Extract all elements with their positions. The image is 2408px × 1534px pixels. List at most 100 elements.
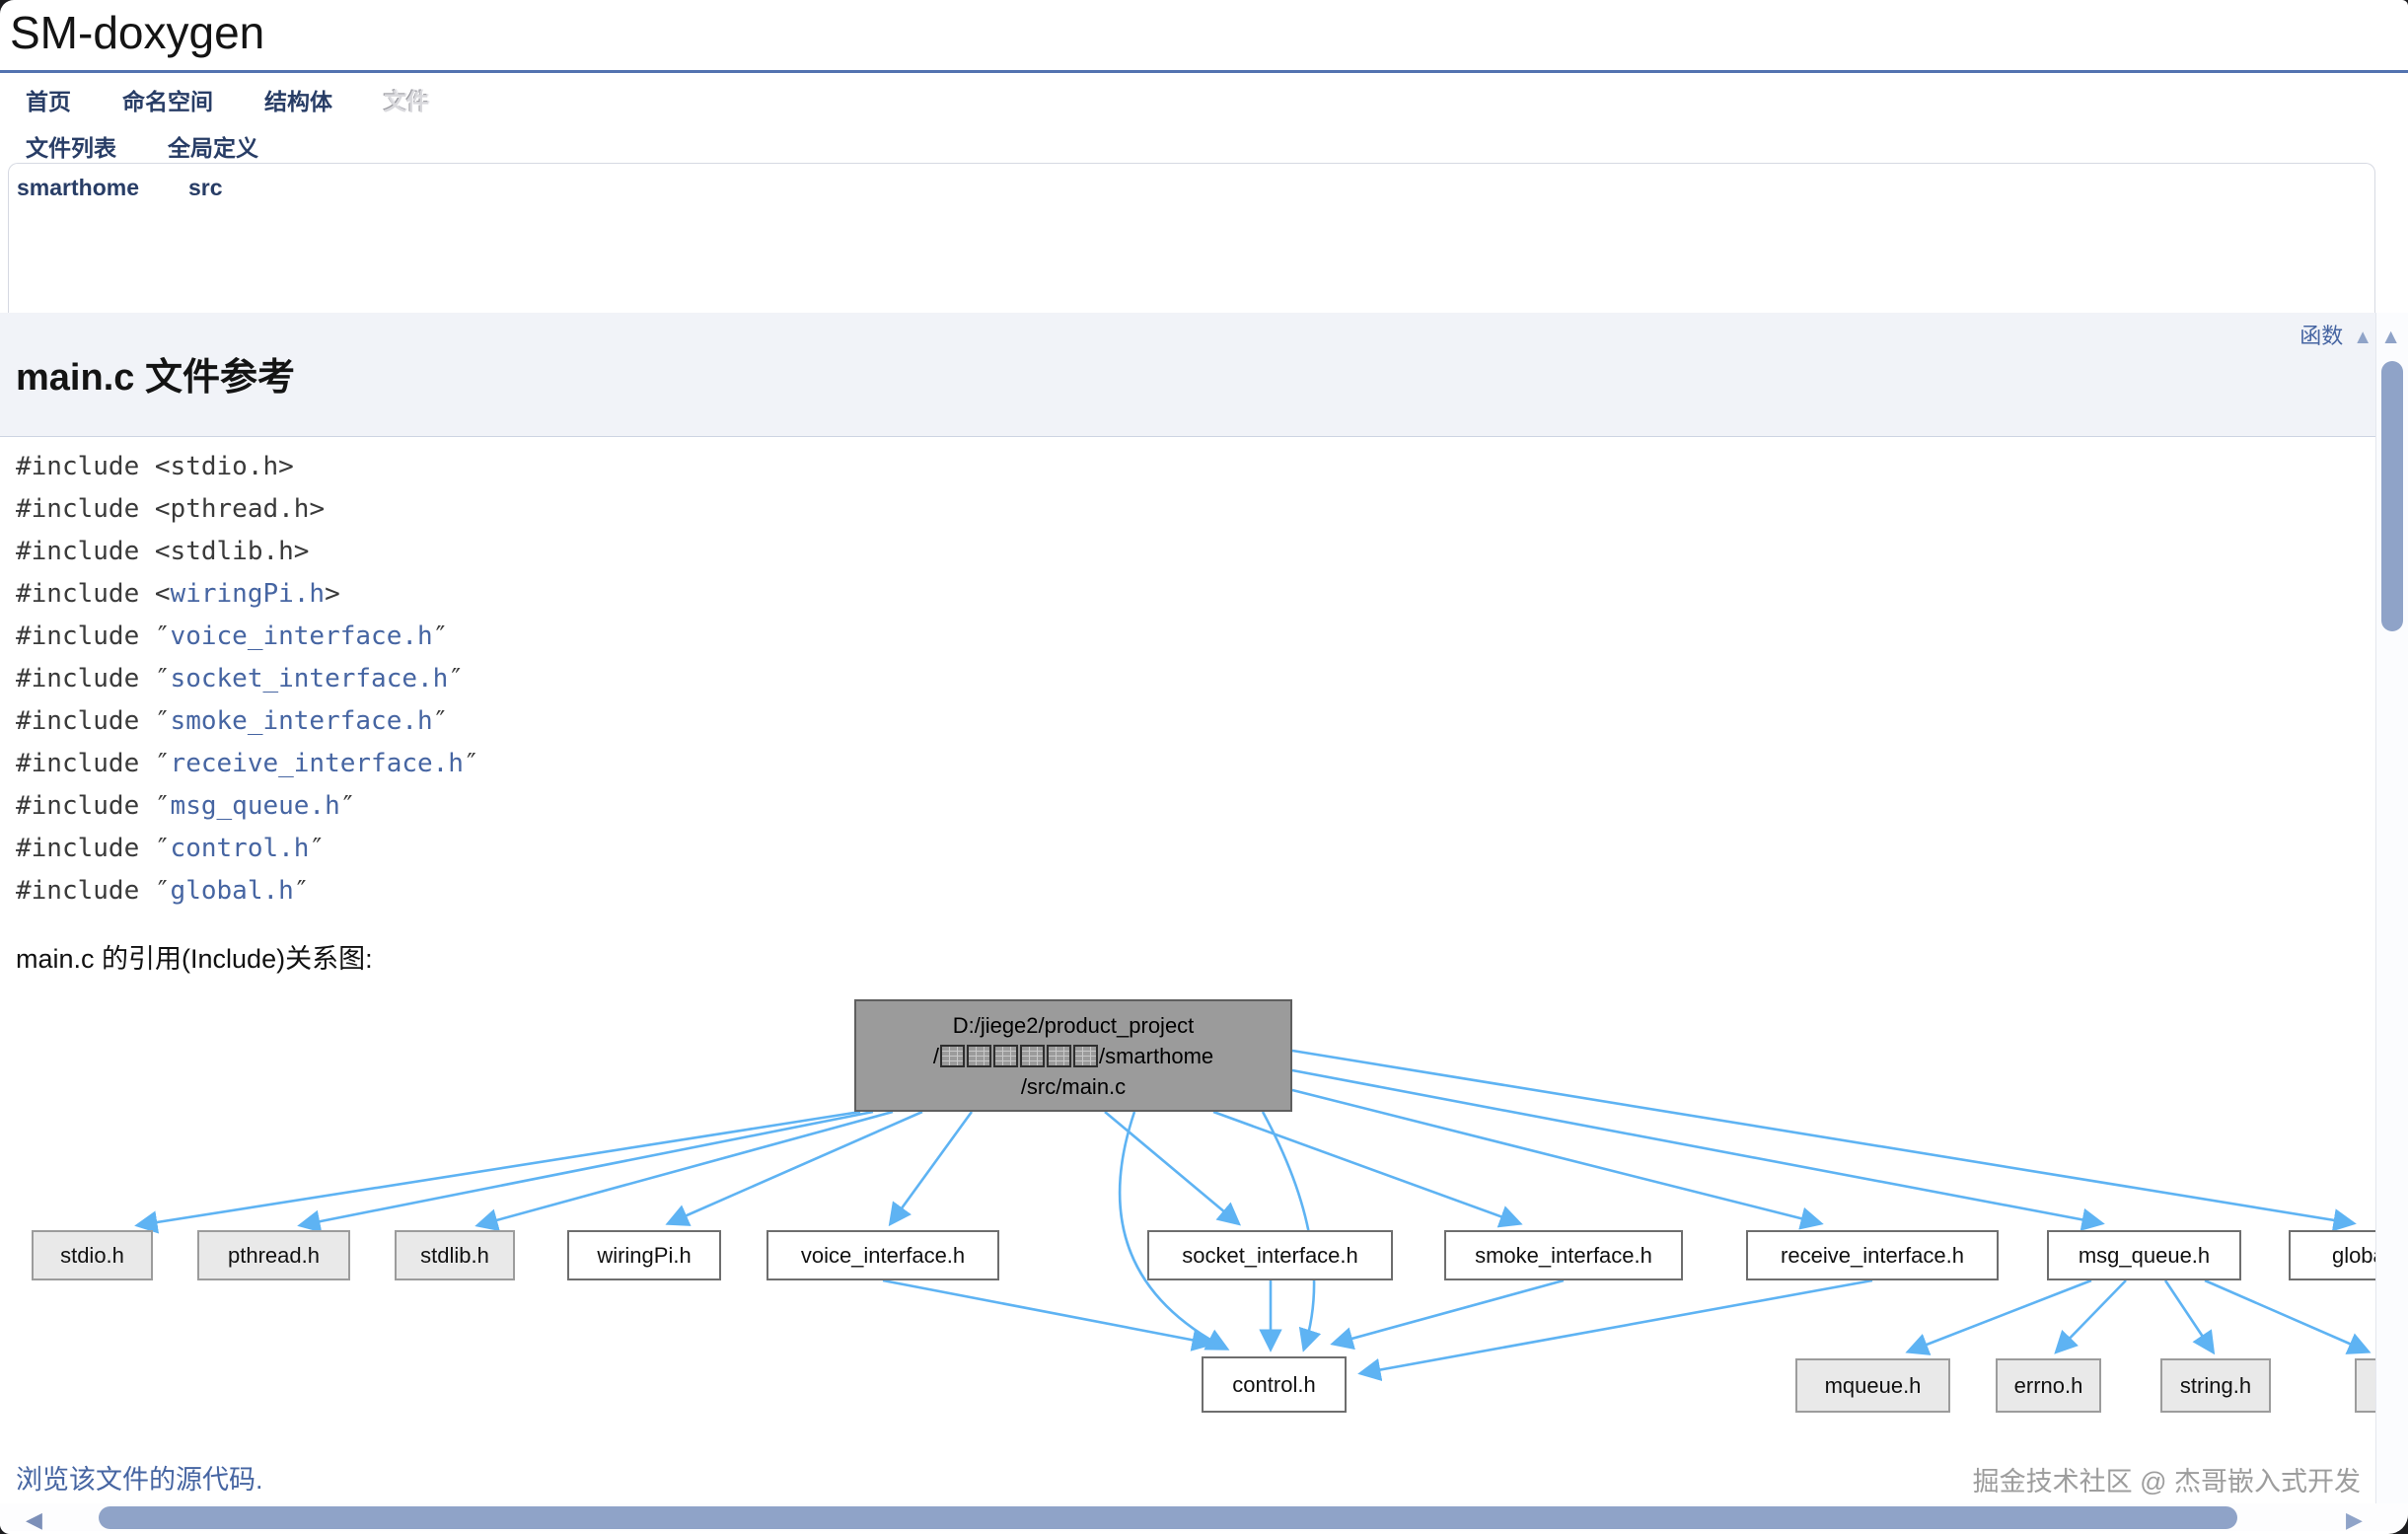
graph-node-stdio.h: stdio.h [32, 1230, 153, 1280]
include-edge [1291, 1049, 2357, 1232]
include-edge [474, 1110, 894, 1232]
breadcrumb-item-smarthome[interactable]: smarthome [17, 175, 139, 200]
horizontal-scrollbar-thumb[interactable] [99, 1506, 2237, 1529]
missing-glyph-box [992, 1044, 1018, 1067]
include-open-quote: ″ [154, 749, 171, 778]
include-close-quote: > [325, 579, 340, 609]
include-edge [1905, 1278, 2092, 1355]
missing-glyph-box [1072, 1044, 1098, 1067]
include-close-quote: > [309, 494, 326, 524]
include-line: #include ″socket_interface.h″ [16, 658, 479, 700]
include-target[interactable]: global.h [170, 876, 294, 906]
include-open-quote: < [154, 537, 171, 566]
include-directive: #include [16, 834, 155, 863]
root-line-3: /src/main.c [1020, 1073, 1127, 1099]
functions-link[interactable]: 函数 [2299, 324, 2344, 348]
include-target: stdlib.h [170, 537, 294, 566]
missing-glyph-box [966, 1044, 991, 1067]
scroll-top-icon[interactable]: ▲ [2353, 327, 2372, 348]
include-line: #include ″smoke_interface.h″ [16, 700, 479, 743]
include-target: pthread.h [170, 494, 310, 524]
tab-首页[interactable]: 首页 [26, 89, 71, 114]
title-divider [0, 70, 2408, 73]
include-open-quote: ″ [154, 876, 171, 906]
graph-node-mqueue.h: mqueue.h [1795, 1358, 1950, 1413]
include-open-quote: ″ [154, 621, 171, 651]
tab-文件[interactable]: 文件 [384, 89, 429, 114]
include-close-quote: ″ [432, 621, 449, 651]
include-edge [1330, 1278, 1565, 1351]
include-open-quote: < [154, 579, 171, 609]
graph-node-voice_interface.h[interactable]: voice_interface.h [766, 1230, 999, 1280]
include-directive: #include [16, 791, 155, 821]
missing-glyph-box [1046, 1044, 1071, 1067]
graph-node-control.h[interactable]: control.h [1202, 1356, 1347, 1413]
vertical-scrollbar-thumb[interactable] [2381, 361, 2403, 631]
breadcrumb-item-src[interactable]: src [187, 175, 223, 200]
include-directive: #include [16, 706, 155, 736]
include-line: #include <pthread.h> [16, 488, 479, 531]
include-edge [2163, 1279, 2216, 1355]
include-line: #include ″msg_queue.h″ [16, 785, 479, 828]
include-edge [1118, 1111, 1230, 1351]
include-edge [1212, 1110, 1523, 1228]
include-edge [1291, 1088, 1824, 1230]
tab-命名空间[interactable]: 命名空间 [122, 89, 213, 114]
include-target[interactable]: smoke_interface.h [170, 706, 433, 736]
include-target[interactable]: wiringPi.h [170, 579, 326, 609]
project-title: SM-doxygen [10, 7, 265, 58]
tab-结构体[interactable]: 结构体 [264, 89, 332, 114]
include-target[interactable]: receive_interface.h [170, 749, 464, 778]
missing-glyph-box [1019, 1044, 1045, 1067]
include-directive: #include [16, 664, 155, 694]
include-edge [888, 1111, 974, 1227]
include-edge [134, 1110, 861, 1234]
tab-文件列表[interactable]: 文件列表 [26, 135, 116, 161]
include-target[interactable]: control.h [170, 834, 310, 863]
include-target[interactable]: msg_queue.h [170, 791, 340, 821]
include-close-quote: > [278, 452, 294, 481]
graph-node-wiringPi.h[interactable]: wiringPi.h [567, 1230, 721, 1280]
sub-nav-tabs: 文件列表 全局定义 [26, 129, 258, 163]
graph-node-receive_interface.h[interactable]: receive_interface.h [1746, 1230, 1999, 1280]
include-target[interactable]: voice_interface.h [170, 621, 433, 651]
graph-node-smoke_interface.h[interactable]: smoke_interface.h [1444, 1230, 1683, 1280]
graph-node-msg_queue.h[interactable]: msg_queue.h [2047, 1230, 2241, 1280]
graph-edges [134, 1049, 2372, 1382]
include-close-quote: ″ [432, 706, 449, 736]
graph-node-socket_interface.h[interactable]: socket_interface.h [1147, 1230, 1393, 1280]
scroll-right-icon[interactable]: ▶ [2346, 1507, 2363, 1532]
graph-node-pthread.h: pthread.h [197, 1230, 350, 1280]
root-line-1: D:/jiege2/product_project [952, 1012, 1195, 1038]
browse-source-link[interactable]: 浏览该文件的源代码. [16, 1465, 263, 1495]
page-title: main.c 文件参考 [16, 357, 295, 399]
include-open-quote: ″ [154, 706, 171, 736]
missing-glyph-box [939, 1044, 965, 1067]
include-line: #include ″global.h″ [16, 870, 479, 913]
include-target: stdio.h [170, 452, 279, 481]
include-line: #include <wiringPi.h> [16, 573, 479, 616]
include-list: #include <stdio.h>#include <pthread.h>#i… [16, 446, 479, 913]
include-edge [297, 1110, 874, 1233]
page-header-block: 函数 ▲ main.c 文件参考 [0, 313, 2408, 437]
include-edge [2054, 1279, 2127, 1354]
include-directive: #include [16, 579, 155, 609]
include-directive: #include [16, 876, 155, 906]
include-open-quote: ″ [154, 834, 171, 863]
include-line: #include <stdio.h> [16, 446, 479, 488]
scroll-up-icon[interactable]: ▲ [2380, 326, 2401, 348]
include-dependency-graph: D:/jiege2/product_project//smarthome/src… [0, 986, 2408, 1455]
include-edge [2204, 1278, 2372, 1354]
include-close-quote: ″ [293, 876, 310, 906]
scroll-left-icon[interactable]: ◀ [26, 1507, 42, 1532]
include-target[interactable]: socket_interface.h [170, 664, 449, 694]
include-line: #include ″receive_interface.h″ [16, 743, 479, 785]
tab-全局定义[interactable]: 全局定义 [168, 135, 258, 161]
include-open-quote: ″ [154, 791, 171, 821]
include-directive: #include [16, 537, 155, 566]
include-edge [665, 1110, 923, 1226]
include-close-quote: > [293, 537, 310, 566]
graph-root-node: D:/jiege2/product_project//smarthome/src… [854, 999, 1292, 1112]
include-open-quote: < [154, 494, 171, 524]
